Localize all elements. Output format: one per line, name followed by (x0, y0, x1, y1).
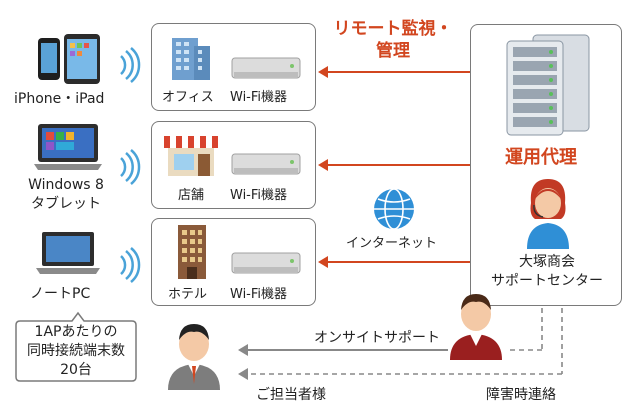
onsite-engineer-avatar-icon (448, 286, 504, 360)
wifi-signal-icon (118, 149, 141, 185)
failure-contact-label: 障害時連絡 (486, 387, 556, 403)
server-rack-icon (503, 34, 593, 136)
wifi-signal-icon (118, 247, 141, 283)
windows8-label-line2: タブレット (31, 196, 101, 212)
center-name-label: 大塚商会 サポートセンター (471, 253, 623, 291)
notepc-label: ノートPC (30, 286, 91, 302)
wifi-signal-icon (118, 47, 141, 83)
wifi-device-icon (231, 252, 302, 275)
hotel-label: ホテル (168, 287, 208, 302)
office-box: オフィス Wi-Fi機器 (151, 23, 316, 111)
office-label: オフィス (162, 90, 214, 105)
internet-globe-icon (372, 187, 416, 231)
wifi-device-icon (231, 57, 302, 80)
internet-label: インターネット (346, 236, 438, 251)
remote-line2: 管理 (376, 41, 410, 61)
center-line2: サポートセンター (491, 273, 603, 289)
remote-monitoring-label: リモート監視・ 管理 (318, 18, 468, 62)
windows8-label-line1: Windows 8 (28, 177, 104, 193)
note-line3: 20台 (60, 362, 92, 378)
store-label: 店舗 (178, 188, 205, 203)
customer-avatar-icon (166, 318, 222, 390)
onsite-support-label: オンサイトサポート (314, 330, 440, 346)
iphone-ipad-device-icon (34, 34, 114, 84)
note-line1: 1APあたりの (34, 324, 118, 340)
hotel-building-icon (174, 225, 210, 279)
store-wifi-label: Wi-Fi機器 (230, 188, 288, 203)
windows8-tablet-icon (34, 124, 104, 172)
notepc-icon (36, 232, 102, 276)
store-shop-icon (164, 132, 218, 178)
customer-label: ご担当者様 (256, 387, 326, 403)
center-line1: 大塚商会 (519, 254, 575, 270)
operator-avatar-icon (523, 175, 573, 249)
iphone-ipad-label: iPhone・iPad (14, 91, 105, 107)
note-line2: 同時接続端末数 (27, 343, 125, 359)
hotel-box: ホテル Wi-Fi機器 (151, 218, 316, 306)
office-wifi-label: Wi-Fi機器 (230, 90, 288, 105)
connection-note-callout: 1APあたりの 同時接続端末数 20台 (15, 311, 137, 383)
remote-line1: リモート監視・ (333, 19, 453, 39)
windows8-label: Windows 8 タブレット (14, 176, 118, 214)
operation-label: 運用代理 (505, 147, 577, 168)
store-box: 店舗 Wi-Fi機器 (151, 121, 316, 209)
wifi-device-icon (231, 153, 302, 176)
hotel-wifi-label: Wi-Fi機器 (230, 287, 288, 302)
support-center-box: 運用代理 大塚商会 サポートセンター (470, 24, 622, 306)
office-building-icon (168, 32, 212, 80)
